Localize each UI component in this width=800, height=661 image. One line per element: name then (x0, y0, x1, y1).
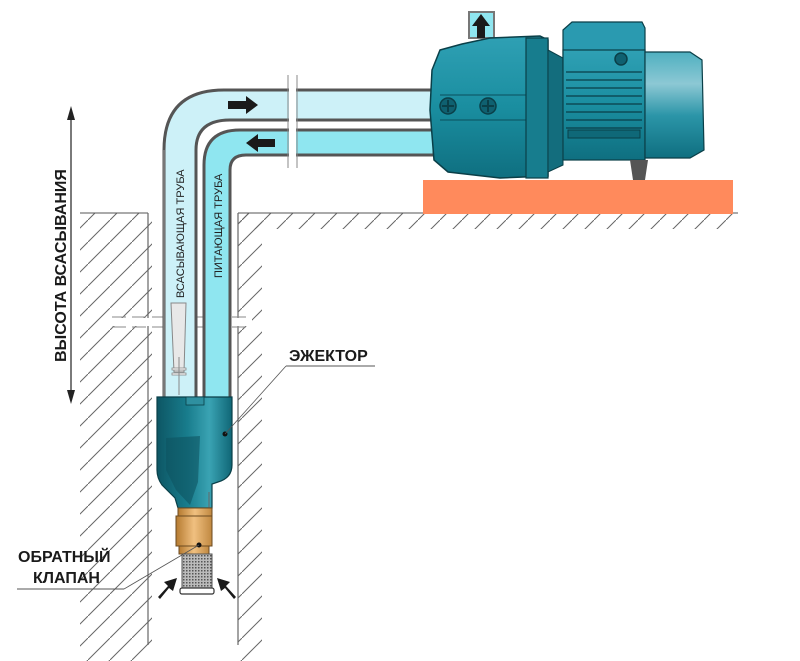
flow-arrow-left-icon (246, 134, 275, 152)
flow-arrow-up-icon (472, 14, 490, 38)
cable-gland-icon (614, 52, 628, 66)
pipe-break-marks (287, 75, 298, 168)
motor-fan-cover (644, 51, 705, 159)
suction-height-label: ВЫСОТА ВСАСЫВАНИЯ (53, 169, 70, 362)
check-valve-label-line1: ОБРАТНЫЙ (18, 547, 110, 566)
housing-screw-icon (479, 97, 497, 115)
pump-flange (525, 37, 549, 179)
suction-pipe (162, 88, 436, 402)
pump-base (423, 180, 733, 214)
check-valve (175, 507, 215, 595)
motor-cooling-fins (566, 71, 642, 129)
dimension-arrow-up-icon (67, 106, 75, 120)
pump-outlet (468, 11, 495, 39)
ejector-label: ЭЖЕКТОР (289, 348, 368, 365)
motor-foot (630, 160, 648, 180)
inlet-arrow-right-icon (158, 578, 177, 599)
suction-height-dimension: ВЫСОТА ВСАСЫВАНИЯ (53, 106, 75, 404)
well-right-hatch (238, 213, 262, 661)
flow-arrow-right-icon (228, 96, 258, 114)
ground-right-hatch (238, 213, 738, 229)
ejector-callout: ЭЖЕКТОР (224, 348, 375, 435)
jet-pump (429, 21, 705, 180)
strainer-mesh (181, 553, 213, 591)
ejector-nozzle (170, 302, 187, 395)
inlet-arrow-left-icon (217, 578, 236, 599)
housing-screw-icon (439, 97, 457, 115)
check-valve-label-line2: КЛАПАН (33, 570, 100, 587)
check-valve-callout: ОБРАТНЫЙ КЛАПАН (17, 544, 200, 590)
supply-pipe-label: ПИТАЮЩАЯ ТРУБА (213, 173, 225, 278)
motor-body (562, 49, 646, 161)
pump-bracket (547, 49, 564, 173)
dimension-arrow-down-icon (67, 390, 75, 404)
suction-pipe-label: ВСАСЫВАЮЩАЯ ТРУБА (175, 169, 187, 298)
ground-left-hatch (80, 213, 152, 661)
